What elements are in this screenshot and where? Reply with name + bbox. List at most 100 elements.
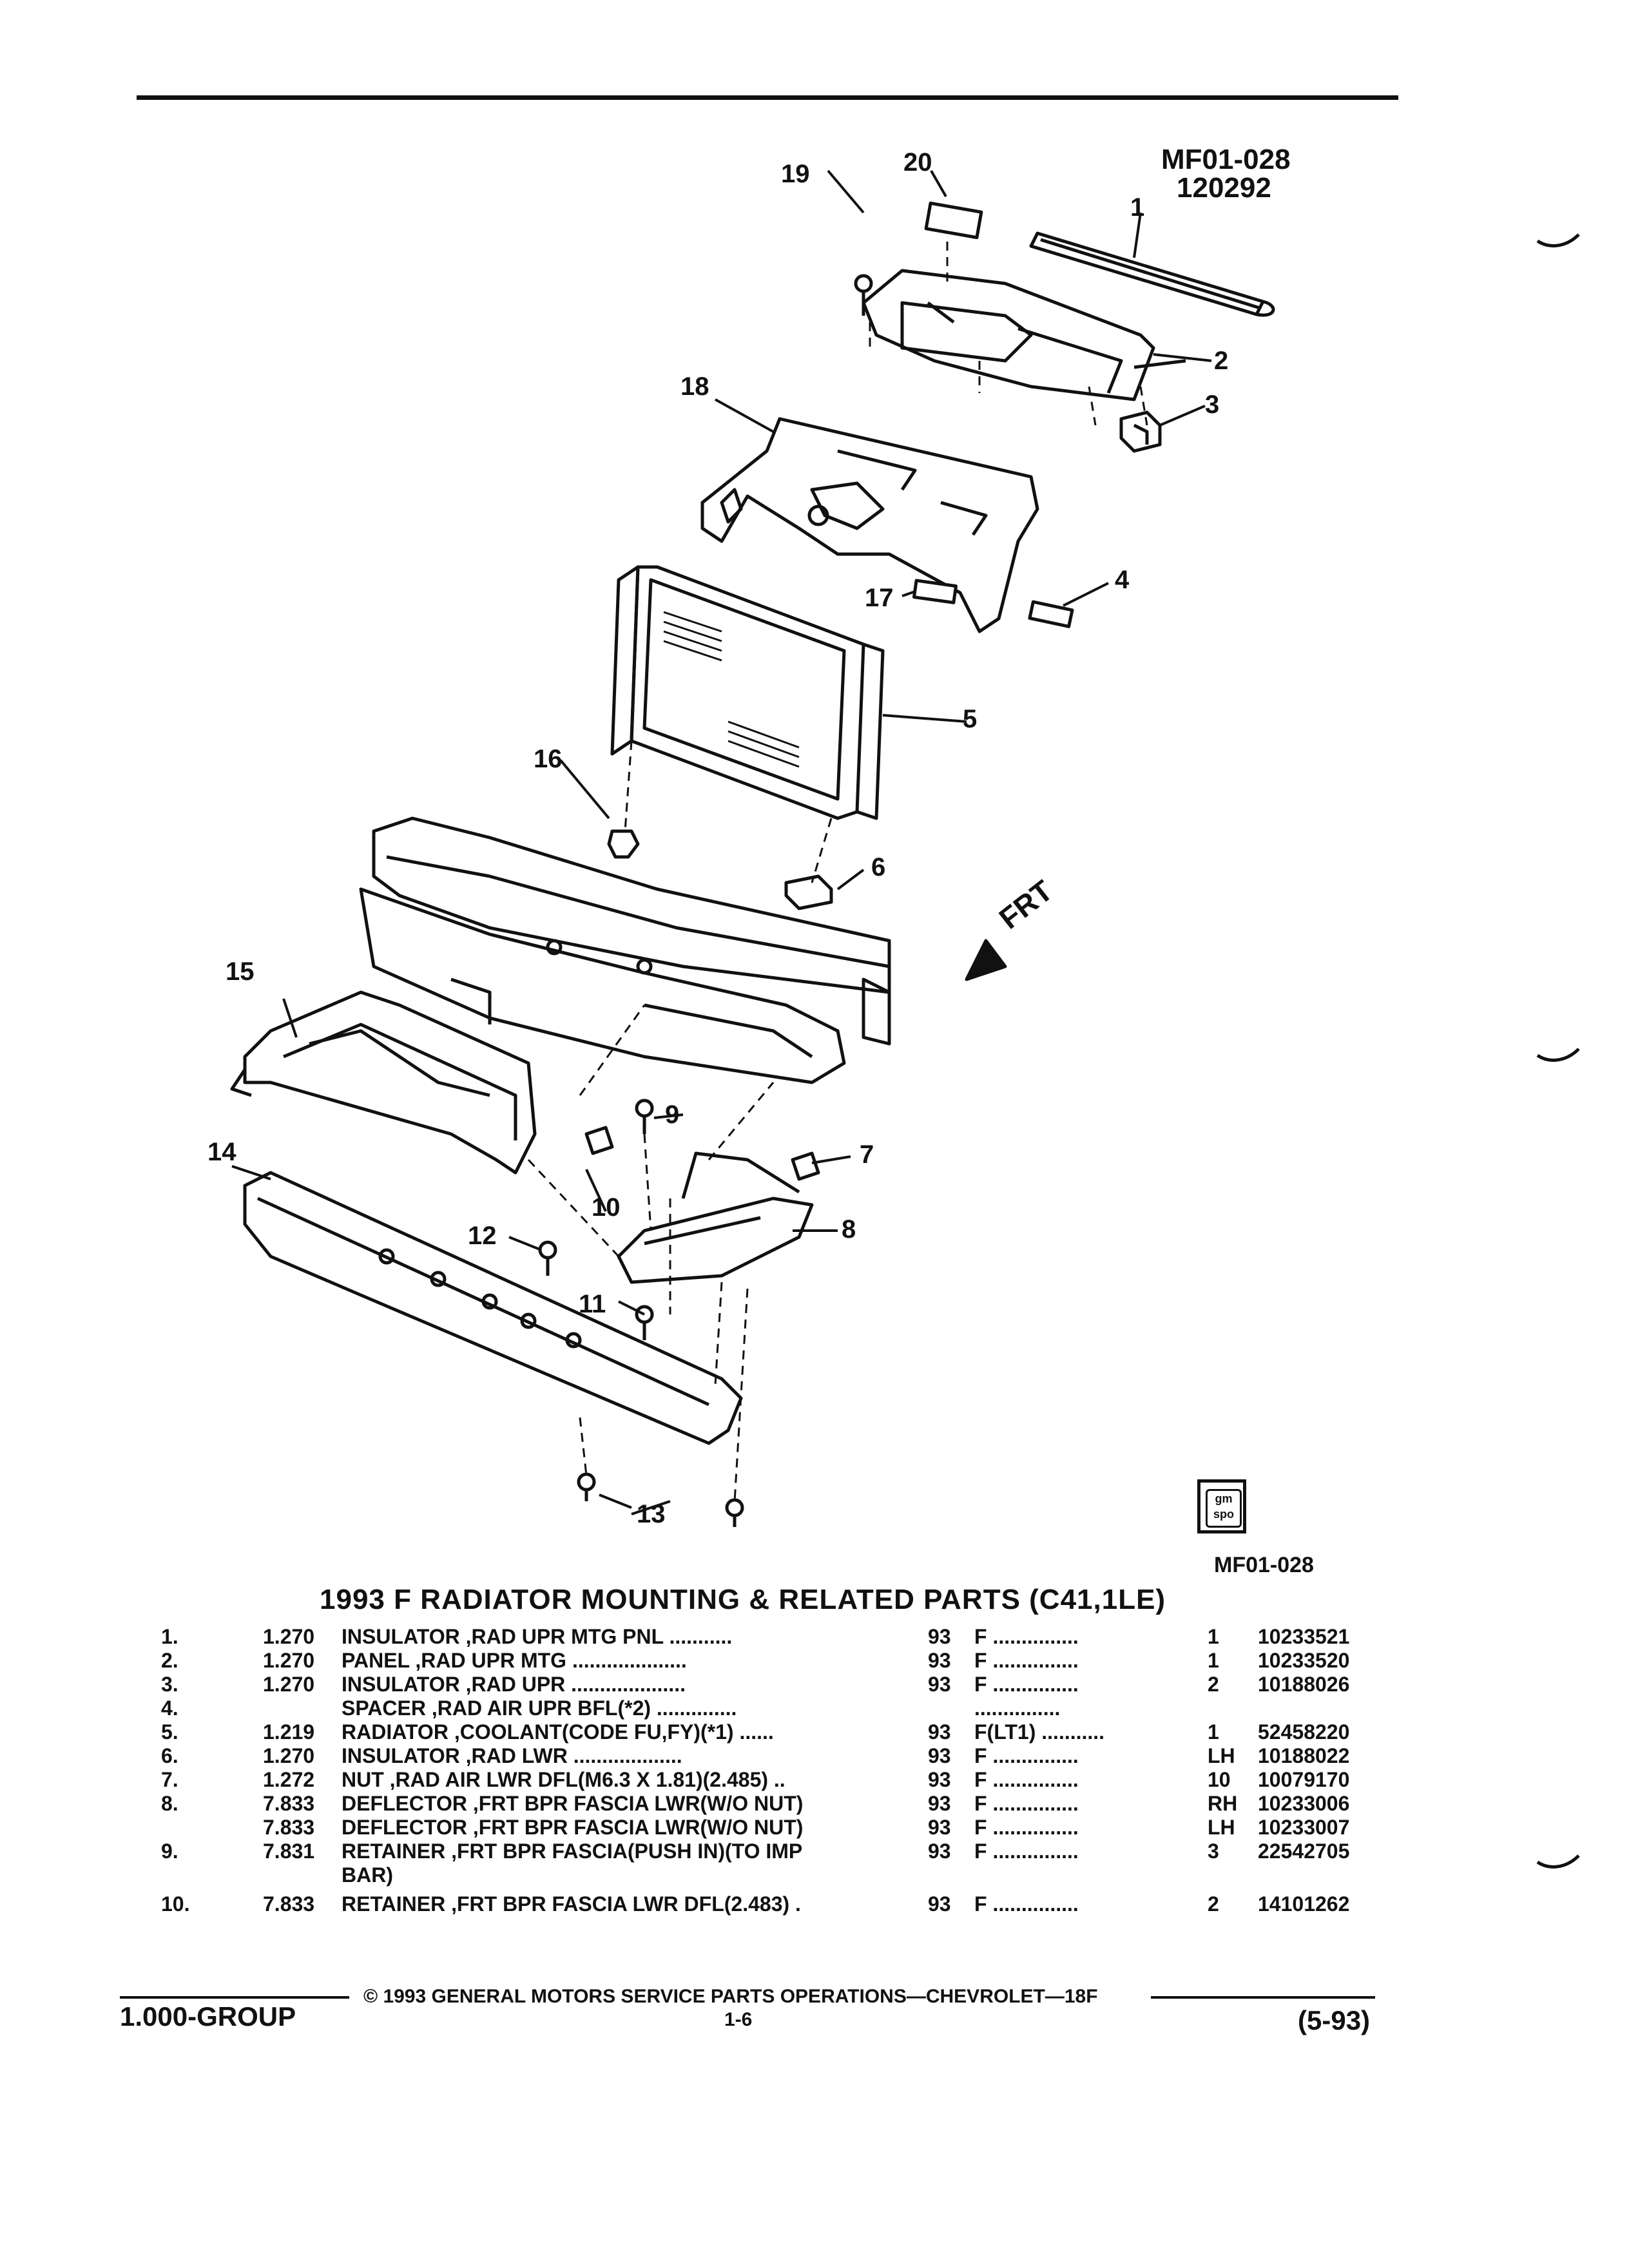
series: F ............... xyxy=(974,1744,1079,1767)
figure-ref-id: MF01-028 xyxy=(1161,144,1291,175)
fascia-deflector-14-part xyxy=(243,1171,743,1445)
table-row: 7.833 DEFLECTOR ,FRT BPR FASCIA LWR(W/O … xyxy=(161,1816,1385,1840)
item-number: 6. xyxy=(161,1744,178,1767)
table-row: 2. 1.270 PANEL ,RAD UPR MTG ............… xyxy=(161,1649,1385,1673)
footer-page-number: 1-6 xyxy=(724,2009,753,2030)
callout-16: 16 xyxy=(534,745,563,773)
callout-17: 17 xyxy=(865,584,894,612)
binding-mark-bottom xyxy=(1536,1854,1580,1869)
part-number: 22542705 xyxy=(1258,1840,1350,1863)
callout-14: 14 xyxy=(207,1138,236,1166)
model-year: 93 xyxy=(928,1840,951,1863)
callout-7: 7 xyxy=(860,1140,874,1169)
callout-3: 3 xyxy=(1205,390,1220,419)
callout-12: 12 xyxy=(468,1222,497,1250)
item-number: 10. xyxy=(161,1892,190,1916)
quantity: RH xyxy=(1208,1792,1238,1815)
binding-mark-top xyxy=(1536,233,1580,247)
model-year: 93 xyxy=(928,1816,951,1839)
table-row: 1. 1.270 INSULATOR ,RAD UPR MTG PNL ....… xyxy=(161,1625,1385,1649)
part-description: RADIATOR ,COOLANT(CODE FU,FY)(*1) ...... xyxy=(342,1720,774,1744)
lower-insulator-6-part xyxy=(784,874,833,910)
footer-copyright: © 1993 GENERAL MOTORS SERVICE PARTS OPER… xyxy=(363,1986,1098,2007)
callout-10: 10 xyxy=(592,1193,621,1222)
series: F(LT1) ........... xyxy=(974,1720,1105,1744)
callout-18: 18 xyxy=(680,372,709,401)
spacer-17-part xyxy=(912,579,958,604)
lower-deflector-15-part xyxy=(230,990,537,1175)
model-year: 93 xyxy=(928,1792,951,1815)
callout-8: 8 xyxy=(842,1215,856,1244)
quantity: 1 xyxy=(1208,1625,1219,1648)
part-number: 10233521 xyxy=(1258,1625,1350,1648)
radiator-part xyxy=(610,565,885,820)
model-year: 93 xyxy=(928,1892,951,1916)
group-number: 7.831 xyxy=(263,1840,315,1863)
group-number: 7.833 xyxy=(263,1792,315,1815)
footer-group-label: 1.000-GROUP xyxy=(120,2001,296,2032)
fascia-deflector-8-part xyxy=(617,1151,814,1284)
frt-arrow xyxy=(965,939,1007,981)
figure-ref-date: 120292 xyxy=(1177,172,1271,204)
callout-11: 11 xyxy=(579,1290,606,1318)
part-description: INSULATOR ,RAD UPR MTG PNL ........... xyxy=(342,1625,733,1648)
part-description: BAR) xyxy=(342,1863,393,1887)
part-number: 10188026 xyxy=(1258,1673,1350,1696)
fasteners xyxy=(538,201,983,1527)
gm-spo-logo: gm spo xyxy=(1197,1479,1246,1533)
table-row: 7. 1.272 NUT ,RAD AIR LWR DFL(M6.3 X 1.8… xyxy=(161,1768,1385,1792)
model-year: 93 xyxy=(928,1768,951,1791)
callout-6: 6 xyxy=(871,853,886,881)
part-description: NUT ,RAD AIR LWR DFL(M6.3 X 1.81)(2.485)… xyxy=(342,1768,786,1791)
item-number: 5. xyxy=(161,1720,178,1744)
quantity: 10 xyxy=(1208,1768,1231,1791)
lower-insulator-16-part xyxy=(607,829,640,859)
callout-13: 13 xyxy=(637,1500,666,1528)
model-year: 93 xyxy=(928,1744,951,1767)
table-row: 5. 1.219 RADIATOR ,COOLANT(CODE FU,FY)(*… xyxy=(161,1720,1385,1744)
binding-mark-middle xyxy=(1536,1048,1580,1062)
item-number: 2. xyxy=(161,1649,178,1672)
gm-spo-logo-mark: gm spo xyxy=(1206,1489,1242,1528)
spacer-4-part xyxy=(1028,600,1074,628)
callout-20: 20 xyxy=(903,148,932,177)
group-number: 7.833 xyxy=(263,1892,315,1916)
part-description: RETAINER ,FRT BPR FASCIA(PUSH IN)(TO IMP xyxy=(342,1840,803,1863)
diagram-drawing xyxy=(230,169,1275,1527)
model-year: 93 xyxy=(928,1649,951,1672)
series: F ............... xyxy=(974,1673,1079,1696)
parts-table-title: 1993 F RADIATOR MOUNTING & RELATED PARTS… xyxy=(320,1584,1166,1615)
group-number: 7.833 xyxy=(263,1816,315,1839)
callout-4: 4 xyxy=(1115,566,1130,594)
quantity: 2 xyxy=(1208,1673,1219,1696)
radiator-support-bracket-part xyxy=(700,417,1039,633)
quantity: 1 xyxy=(1208,1649,1219,1672)
group-number: 1.270 xyxy=(263,1625,315,1648)
footer-date: (5-93) xyxy=(1298,2005,1371,2035)
front-support-assembly xyxy=(359,816,891,1084)
callout-2: 2 xyxy=(1214,347,1229,375)
item-number: 9. xyxy=(161,1840,178,1863)
item-number: 7. xyxy=(161,1768,178,1791)
series: F ............... xyxy=(974,1892,1079,1916)
series: F ............... xyxy=(974,1792,1079,1815)
top-rule xyxy=(137,95,1398,100)
table-row: 3. 1.270 INSULATOR ,RAD UPR ............… xyxy=(161,1673,1385,1696)
part-number: 10233520 xyxy=(1258,1649,1350,1672)
part-description: DEFLECTOR ,FRT BPR FASCIA LWR(W/O NUT) xyxy=(342,1792,804,1815)
part-description: DEFLECTOR ,FRT BPR FASCIA LWR(W/O NUT) xyxy=(342,1816,804,1839)
table-row: 6. 1.270 INSULATOR ,RAD LWR ............… xyxy=(161,1744,1385,1768)
quantity: LH xyxy=(1208,1744,1235,1767)
quantity: 1 xyxy=(1208,1720,1219,1744)
model-year: 93 xyxy=(928,1625,951,1648)
group-number: 1.270 xyxy=(263,1673,315,1696)
part-number: 10079170 xyxy=(1258,1768,1350,1791)
parts-table: 1. 1.270 INSULATOR ,RAD UPR MTG PNL ....… xyxy=(161,1625,1385,1916)
series: F ............... xyxy=(974,1649,1079,1672)
series: F ............... xyxy=(974,1840,1079,1863)
group-number: 1.219 xyxy=(263,1720,315,1744)
table-row: 9. 7.831 RETAINER ,FRT BPR FASCIA(PUSH I… xyxy=(161,1840,1385,1863)
footer-rule-left xyxy=(120,1996,349,1999)
part-number: 10233006 xyxy=(1258,1792,1350,1815)
table-row: 10. 7.833 RETAINER ,FRT BPR FASCIA LWR D… xyxy=(161,1892,1385,1916)
